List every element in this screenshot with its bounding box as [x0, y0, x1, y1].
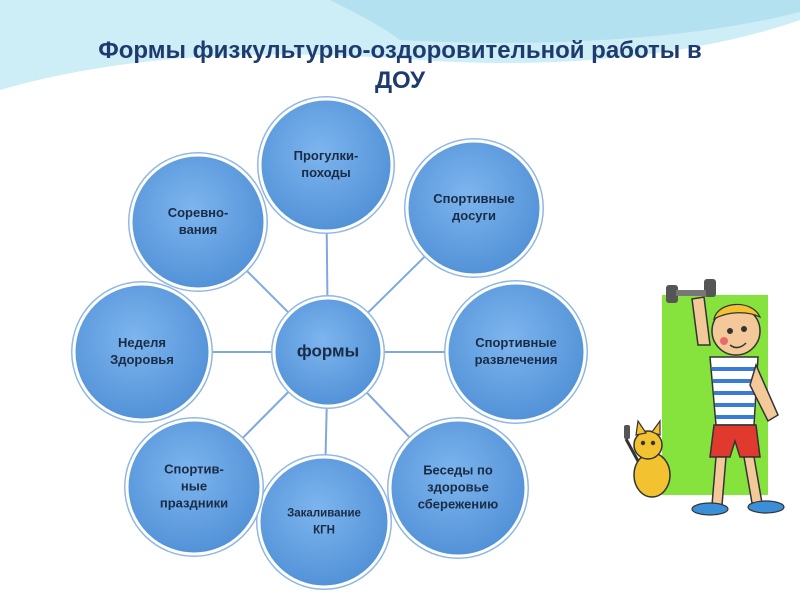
- node-sportivnye-prazdniki: Спортив-ные праздники: [124, 417, 264, 557]
- diagram-nodes: Прогулки-походыСпортивныедосугиСпортивны…: [71, 96, 588, 590]
- header-wave-decoration: [0, 0, 800, 90]
- node-sportivnye-razvlecheniya-label-line: Спортивные: [475, 335, 557, 350]
- node-sportivnye-dosugi-circle: [405, 139, 543, 277]
- center-node-formy-circle: [272, 296, 384, 408]
- node-sorevnovaniya-circle: [129, 153, 267, 291]
- connector-line-node-zakalivanie-kgn: [324, 407, 328, 456]
- node-progulki-pokhody-label-line: походы: [301, 165, 351, 180]
- node-progulki-pokhody-label-line: Прогулки-: [294, 148, 359, 163]
- node-sportivnye-dosugi-label-line: досуги: [452, 208, 496, 223]
- slide-title: Формы физкультурно-оздоровительной работ…: [40, 36, 760, 96]
- node-nedelya-zdorovya-label-line: Неделя: [118, 335, 166, 350]
- node-besedy-o-zdorovye-label-line: здоровье: [427, 479, 489, 494]
- node-sportivnye-prazdniki-label-line: Спортив-: [164, 461, 224, 476]
- center-node-formy: формы: [271, 295, 385, 409]
- athlete-with-dumbbell-illustration: [624, 279, 785, 516]
- node-zakalivanie-kgn-label-line: Закаливание: [287, 508, 361, 520]
- node-sportivnye-prazdniki-label-line: праздники: [160, 495, 228, 510]
- node-besedy-o-zdorovye-label-line: сбережению: [418, 496, 499, 511]
- node-sorevnovaniya-label-line: вания: [179, 222, 217, 237]
- node-besedy-o-zdorovye-label-line: Беседы по: [423, 462, 493, 477]
- slide-title-line-1: Формы физкультурно-оздоровительной работ…: [98, 37, 702, 64]
- connector-line-node-progulki-pokhody: [325, 232, 329, 297]
- node-sportivnye-razvlecheniya-label-line: развлечения: [475, 352, 558, 367]
- connector-line-node-besedy-o-zdorovye: [365, 391, 411, 439]
- node-sorevnovaniya-label-line: Соревно-: [168, 205, 229, 220]
- node-sportivnye-prazdniki-label-line: ные: [181, 478, 207, 493]
- node-sportivnye-razvlecheniya-circle: [445, 281, 587, 423]
- slide-title-line-2: ДОУ: [374, 67, 426, 94]
- connector-line-node-sorevnovaniya: [246, 270, 290, 314]
- node-sportivnye-razvlecheniya: Спортивные развлечения: [444, 280, 588, 424]
- node-progulki-pokhody-circle: [258, 97, 394, 233]
- connector-lines: [212, 232, 445, 456]
- node-zakalivanie-kgn-label-line: КГН: [313, 525, 335, 537]
- connector-line-node-sportivnye-prazdniki: [241, 391, 290, 439]
- node-sorevnovaniya: Соревно-вания: [128, 152, 268, 292]
- node-sportivnye-dosugi: Спортивные досуги: [404, 138, 544, 278]
- node-nedelya-zdorovya-circle: [72, 282, 212, 422]
- node-zakalivanie-kgn-circle: [257, 455, 391, 589]
- center-node-formy-label-line: формы: [297, 341, 359, 360]
- node-besedy-o-zdorovye-circle: [388, 418, 528, 558]
- node-progulki-pokhody: Прогулки-походы: [257, 96, 395, 234]
- node-nedelya-zdorovya-label-line: Здоровья: [110, 352, 174, 367]
- node-sportivnye-dosugi-label-line: Спортивные: [433, 191, 515, 206]
- node-sportivnye-prazdniki-circle: [125, 418, 263, 556]
- node-besedy-o-zdorovye: Беседы по здоровье сбережению: [387, 417, 529, 559]
- connector-line-node-sportivnye-dosugi: [367, 255, 426, 314]
